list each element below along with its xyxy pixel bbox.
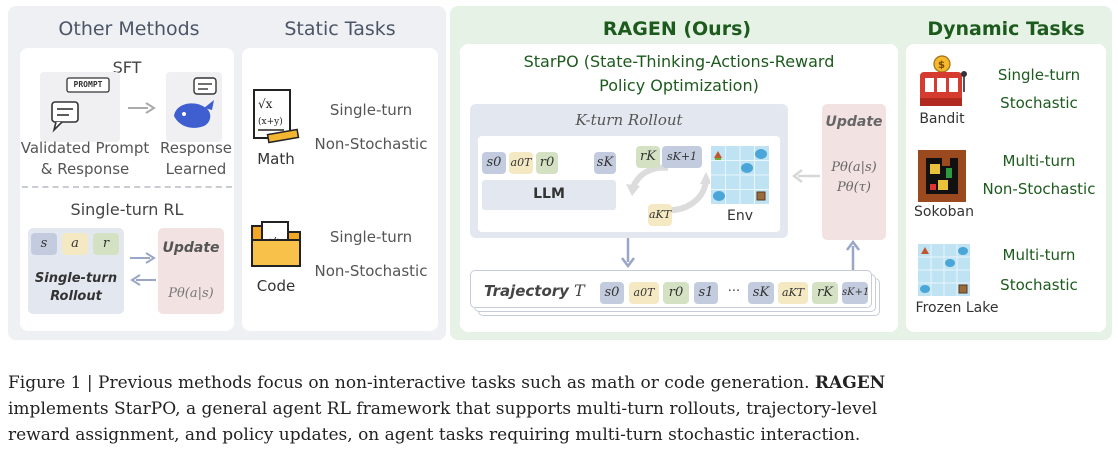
rollout-title: K-turn Rollout xyxy=(575,111,683,129)
dynamic-tasks-title: Dynamic Tasks xyxy=(927,18,1085,40)
sokoban-line1: Multi-turn xyxy=(1002,152,1076,170)
env-label: Env xyxy=(726,208,753,224)
starpo-line1: StarPO (State-Thinking-Actions-Reward xyxy=(523,52,835,71)
other-methods-title: Other Methods xyxy=(58,18,200,40)
ragen-title: RAGEN (Ours) xyxy=(602,18,752,40)
llm-token-s0: s0 xyxy=(482,152,506,174)
math-line1: Single-turn xyxy=(329,101,413,119)
trajectory-symbol: T xyxy=(574,281,585,300)
traj-token-aK: aKT xyxy=(778,282,808,304)
slot-machine-icon: $ xyxy=(916,54,968,114)
sokoban-label: Sokoban xyxy=(914,204,974,220)
caption-line3: reward assignment, and policy updates, o… xyxy=(8,425,861,445)
code-label: Code xyxy=(256,277,296,295)
frozen-lake-line1: Multi-turn xyxy=(1002,246,1076,264)
update-box xyxy=(822,104,886,240)
starpo-line2: Policy Optimization) xyxy=(599,76,759,95)
traj-token-rK: rK xyxy=(812,282,838,304)
trajectory-to-update-arrow xyxy=(846,239,860,276)
prompt-chat-icon xyxy=(40,72,120,142)
code-line2: Non-Stochastic xyxy=(314,262,428,280)
frozen-lake-icon xyxy=(918,244,970,300)
rl-token-r: r xyxy=(93,233,119,255)
traj-token-a0: a0T xyxy=(629,282,659,304)
update-p2: Pθ(τ) xyxy=(837,180,871,195)
traj-token-s0: s0 xyxy=(600,282,624,304)
traj-token-sK1: sK+1 xyxy=(842,282,869,304)
sft-arrow xyxy=(126,100,156,119)
update-p1: Pθ(a|s) xyxy=(831,160,877,175)
llm-token-a0: a0T xyxy=(509,152,533,174)
svg-text:$: $ xyxy=(938,60,945,71)
prompt-tag: PROMPT xyxy=(73,80,103,89)
math-line2: Non-Stochastic xyxy=(314,135,428,153)
rl-arrows xyxy=(128,250,158,294)
update-label: Update xyxy=(825,114,883,130)
bandit-label: Bandit xyxy=(919,111,965,127)
bandit-line1: Single-turn xyxy=(997,66,1081,84)
env-token-sK1: sK+1 xyxy=(662,146,702,168)
code-line1: Single-turn xyxy=(329,228,413,246)
rl-policy-label: Pθ(a|s) xyxy=(168,286,214,301)
caption-line1: Figure 1 | Previous methods focus on non… xyxy=(8,372,1114,394)
math-paper-icon: √x (x+y) xyxy=(250,86,300,154)
env-grid xyxy=(711,146,769,204)
svg-text:√x: √x xyxy=(258,97,273,111)
frozen-lake-line2: Stochastic xyxy=(1000,276,1078,294)
caption-line2: implements StarPO, a general agent RL fr… xyxy=(8,399,878,419)
llm-box xyxy=(482,180,616,210)
traj-token-r0: r0 xyxy=(663,282,689,304)
single-turn-rollout-label: Single-turn Rollout xyxy=(34,271,118,304)
rl-update-label: Update xyxy=(162,240,220,256)
code-folder-icon: </> xyxy=(248,214,304,278)
caption-bold: RAGEN xyxy=(814,373,886,393)
rollout-to-trajectory-arrow xyxy=(621,238,635,274)
rl-token-s: s xyxy=(31,233,57,255)
sft-title: SFT xyxy=(112,58,142,77)
rl-token-a: a xyxy=(62,233,88,255)
single-turn-rl-title: Single-turn RL xyxy=(70,200,184,219)
update-to-env-arrow xyxy=(790,168,822,187)
sft-right-label: Response Learned xyxy=(159,139,233,178)
llm-label: LLM xyxy=(533,186,565,202)
rl-update-box xyxy=(158,228,224,314)
sft-left-label: Validated Prompt & Response xyxy=(20,139,150,178)
env-token-rK: rK xyxy=(636,146,660,168)
whale-icon xyxy=(166,72,222,142)
llm-token-r0: r0 xyxy=(536,152,558,174)
traj-token-s1: s1 xyxy=(694,282,718,304)
trajectory-label: Trajectory xyxy=(484,282,569,300)
divider xyxy=(22,186,232,188)
static-tasks-title: Static Tasks xyxy=(284,18,396,40)
svg-text:(x+y): (x+y) xyxy=(258,116,283,127)
llm-token-sK: sK xyxy=(594,152,616,174)
traj-ellipsis: ··· xyxy=(727,284,741,299)
sokoban-icon xyxy=(918,150,966,206)
caption-prefix: Figure 1 | Previous methods focus on non… xyxy=(8,373,810,393)
frozen-lake-label: Frozen Lake xyxy=(915,300,999,316)
bandit-line2: Stochastic xyxy=(1000,94,1078,112)
math-label: Math xyxy=(257,150,295,168)
traj-token-sK: sK xyxy=(748,282,774,304)
sokoban-line2: Non-Stochastic xyxy=(982,180,1096,198)
action-token-aK: aKT xyxy=(648,204,672,226)
